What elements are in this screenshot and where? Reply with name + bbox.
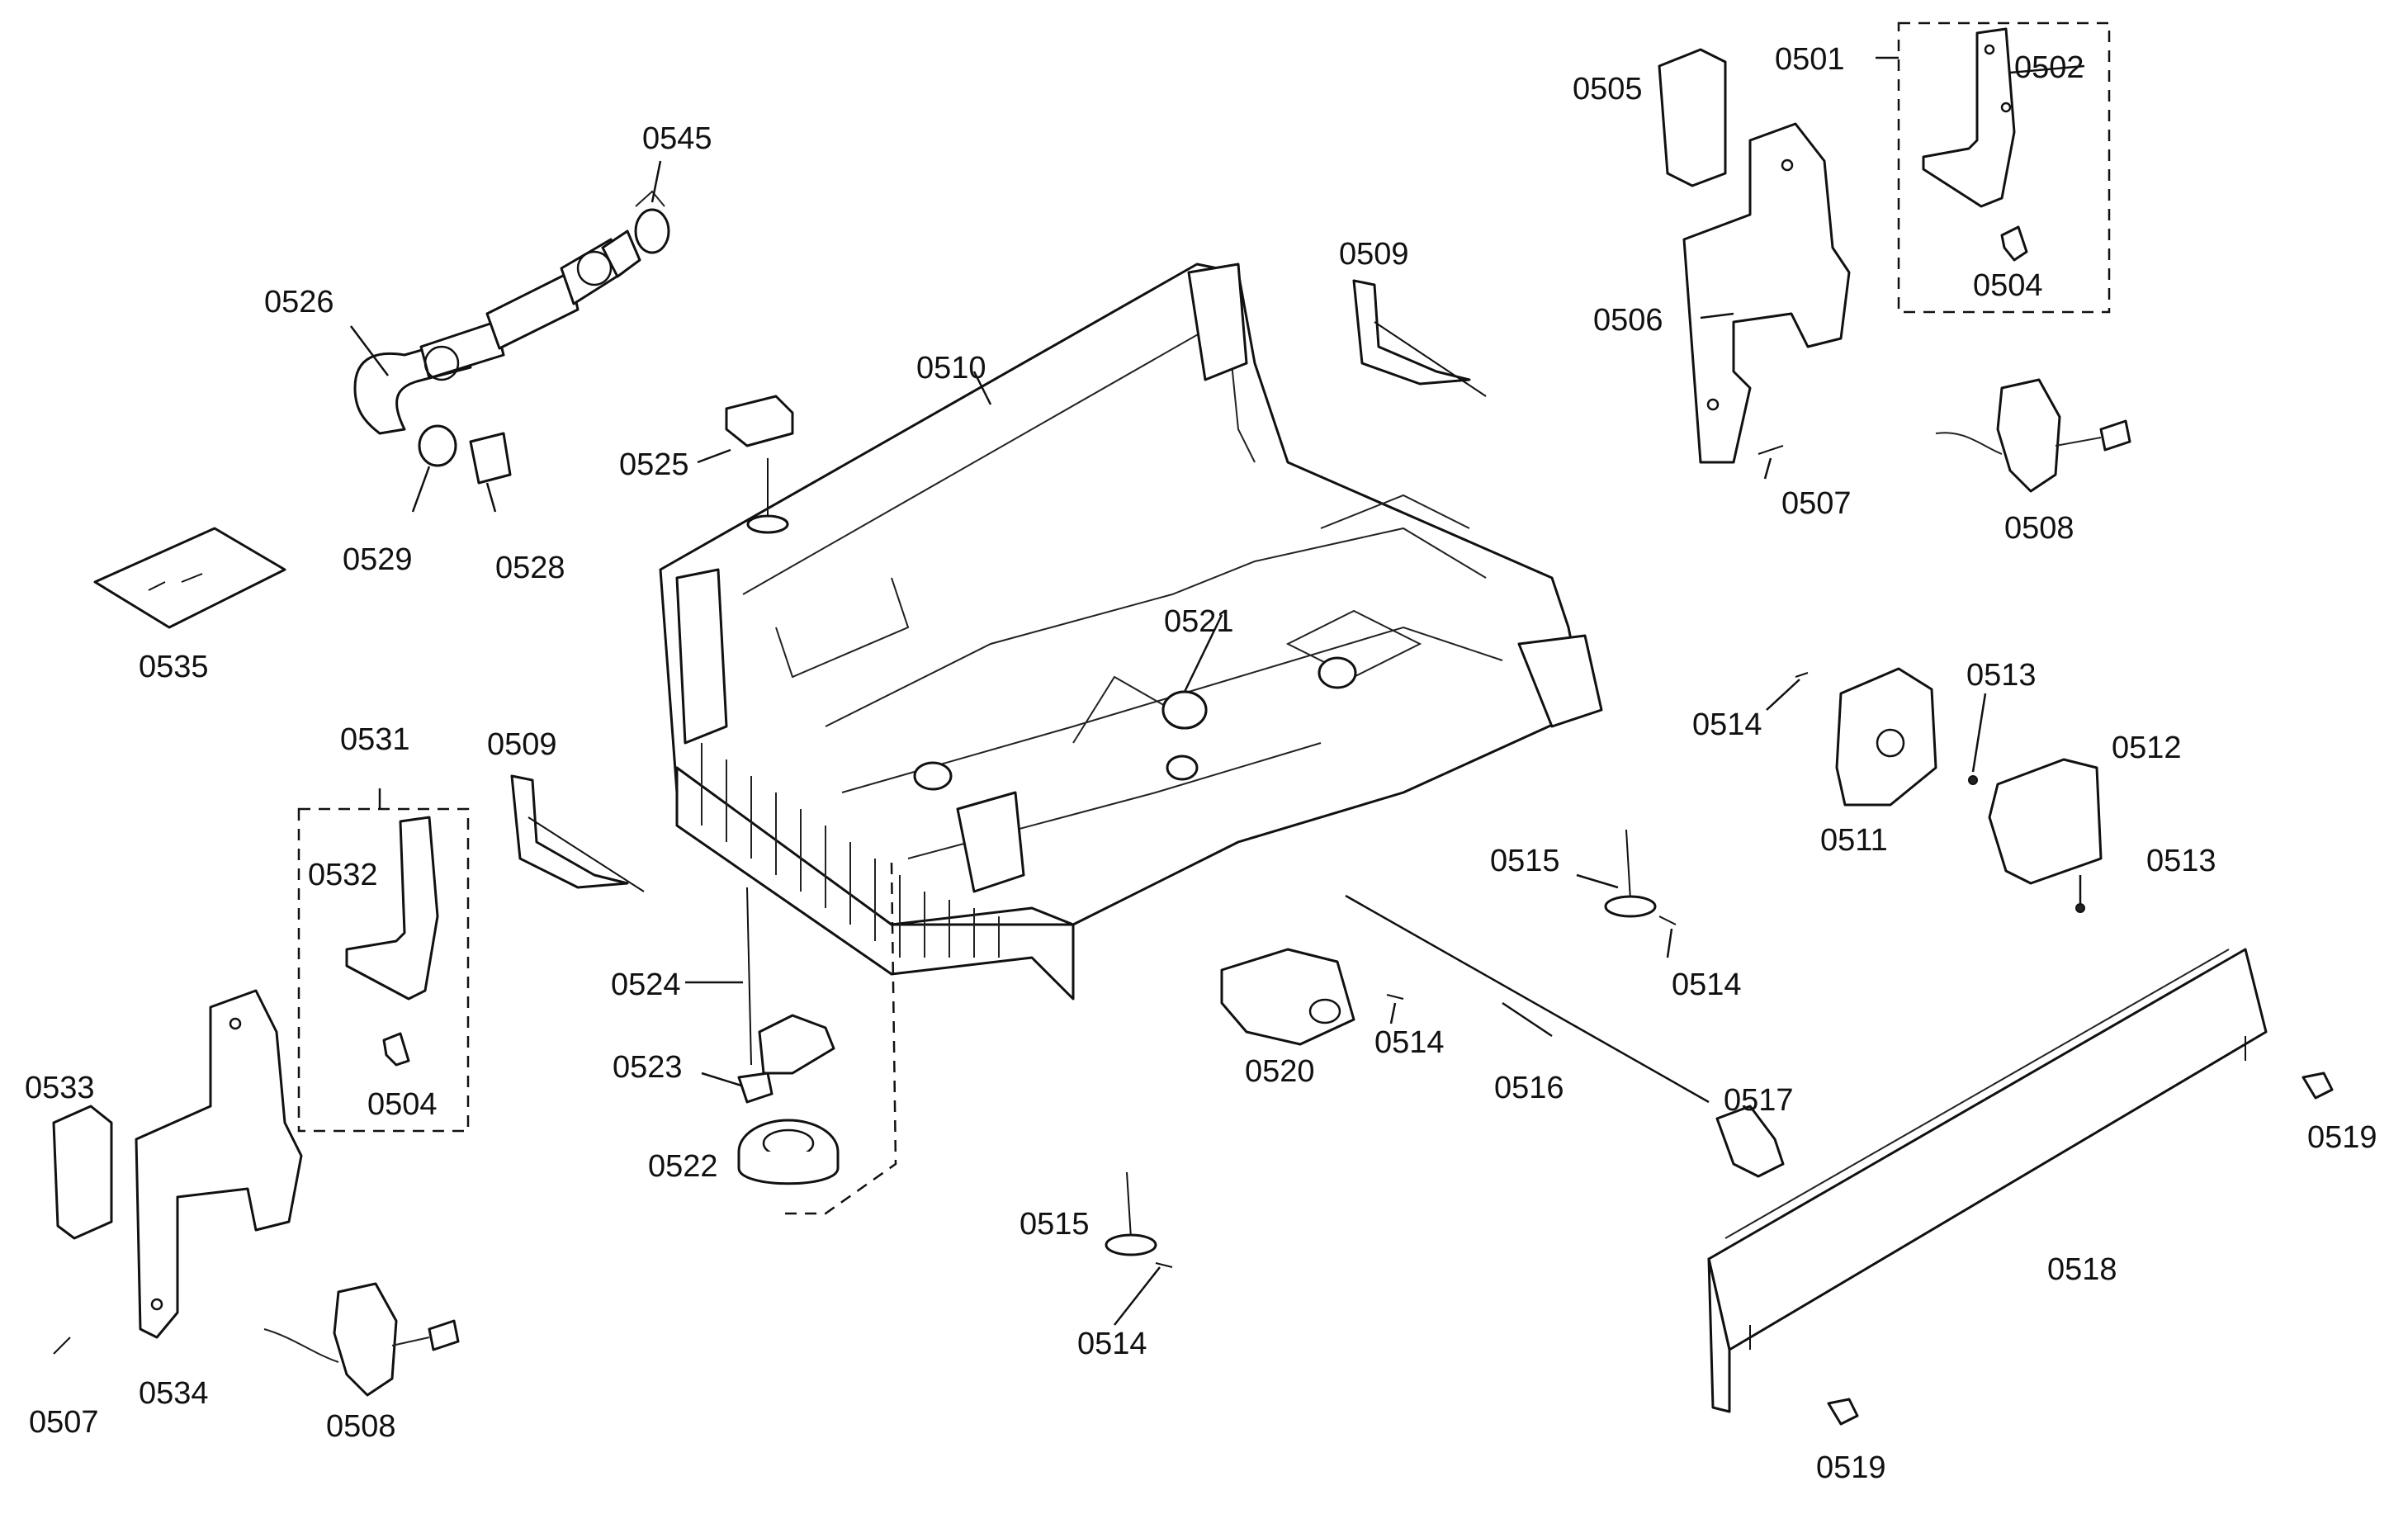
part-labels: 0501 0502 0504 0505 0506 0507 0508 0509 … (25, 42, 2377, 1485)
label-0532: 0532 (308, 858, 378, 892)
leader-lines (350, 56, 2085, 1326)
screw-part-0514-a (1795, 672, 1809, 678)
label-0523: 0523 (613, 1050, 683, 1085)
float-base-part-0522 (737, 1119, 840, 1185)
screw-part-0519-bottom (1827, 1398, 1859, 1426)
label-0506: 0506 (1593, 303, 1663, 338)
cover-part-0533 (52, 1105, 113, 1240)
label-0533: 0533 (25, 1071, 95, 1105)
label-0525: 0525 (619, 447, 689, 482)
knob-part-0517 (1715, 1105, 1785, 1178)
screw-part-0507-right (1758, 445, 1784, 455)
float-part-0523 (737, 1072, 773, 1104)
cover-part-0512 (1988, 758, 2103, 885)
hose-bracket-part-0528 (469, 432, 512, 485)
label-0518: 0518 (2047, 1252, 2117, 1287)
screw-part-0513-bottom (2075, 903, 2085, 913)
bracket-part-0534 (135, 989, 303, 1339)
hinge-part-0508-right (1935, 378, 2131, 493)
cover-part-0505 (1658, 48, 1727, 187)
label-0514: 0514 (1692, 707, 1762, 742)
housing-part-0511 (1835, 667, 1937, 807)
label-0524: 0524 (611, 968, 681, 1002)
hose-clamp-part-0545 (634, 190, 670, 254)
label-0522: 0522 (648, 1149, 718, 1184)
dashed-box-0531 (297, 807, 470, 1133)
foot-part-0525 (725, 395, 794, 534)
label-0508: 0508 (2004, 511, 2074, 546)
label-0516: 0516 (1494, 1071, 1564, 1105)
label-0504: 0504 (1973, 268, 2043, 303)
base-tub-part-0510 (659, 263, 1603, 1001)
clip-part-0504-left (382, 1032, 410, 1067)
label-0514: 0514 (1077, 1327, 1147, 1361)
label-0535: 0535 (139, 650, 209, 684)
label-0509: 0509 (1339, 237, 1409, 272)
label-0512: 0512 (2112, 731, 2182, 765)
hinge-bracket-part-0502 (1922, 27, 2016, 208)
label-0513: 0513 (1966, 658, 2037, 693)
label-0520: 0520 (1245, 1054, 1315, 1089)
dashed-leader-0522 (784, 862, 897, 1215)
screw-part-0514-d (1155, 1262, 1173, 1268)
label-0510: 0510 (916, 351, 986, 386)
leveling-foot-part-0515-left (1105, 1171, 1157, 1256)
screw-bag-part-0535 (93, 527, 286, 629)
clip-part-0504-right (2000, 225, 2028, 262)
label-0519: 0519 (1816, 1450, 1886, 1485)
label-0515: 0515 (1490, 844, 1560, 878)
label-0508: 0508 (326, 1409, 396, 1444)
label-0513: 0513 (2146, 844, 2216, 878)
leveling-foot-part-0515-right (1604, 829, 1657, 918)
spring-part-0509-top (1352, 279, 1487, 397)
label-0514: 0514 (1672, 968, 1742, 1002)
label-0511: 0511 (1820, 823, 1888, 858)
label-0517: 0517 (1724, 1083, 1794, 1118)
toe-kick-panel-part-0518 (1707, 948, 2268, 1413)
label-0507: 0507 (29, 1405, 99, 1440)
label-0514: 0514 (1374, 1025, 1445, 1060)
valve-part-0520 (1220, 948, 1355, 1046)
screw-part-0519-right (2302, 1072, 2334, 1100)
label-0504: 0504 (367, 1087, 438, 1122)
label-0505: 0505 (1573, 72, 1643, 106)
pump-part-0521 (1161, 690, 1208, 730)
label-0507: 0507 (1781, 486, 1852, 521)
spring-part-0509-left (510, 774, 645, 892)
float-switch-part-0524 (746, 887, 835, 1075)
label-0501: 0501 (1775, 42, 1845, 77)
bracket-part-0506 (1682, 122, 1851, 464)
hinge-part-0508-left (263, 1282, 460, 1397)
label-0528: 0528 (495, 551, 565, 585)
label-0509: 0509 (487, 727, 557, 762)
rod-part-0516 (1345, 894, 1710, 1104)
label-0521: 0521 (1164, 604, 1234, 639)
label-0519: 0519 (2307, 1120, 2377, 1155)
screw-part-0513-top (1968, 775, 1978, 785)
label-0515: 0515 (1019, 1207, 1090, 1242)
label-0526: 0526 (264, 285, 334, 319)
label-0531: 0531 (340, 722, 410, 757)
drain-hose-part-0526 (353, 229, 641, 435)
dashed-box-0501 (1897, 21, 2111, 314)
screw-part-0507-left (53, 1337, 71, 1355)
hinge-bracket-part-0532 (345, 816, 439, 1001)
hose-clamp-part-0529 (418, 424, 457, 467)
screw-part-0514-c (1386, 994, 1404, 1000)
label-0534: 0534 (139, 1376, 209, 1411)
label-0545: 0545 (642, 121, 712, 156)
screw-part-0514-b (1658, 915, 1677, 925)
label-0502: 0502 (2014, 50, 2084, 85)
label-0529: 0529 (343, 542, 413, 577)
